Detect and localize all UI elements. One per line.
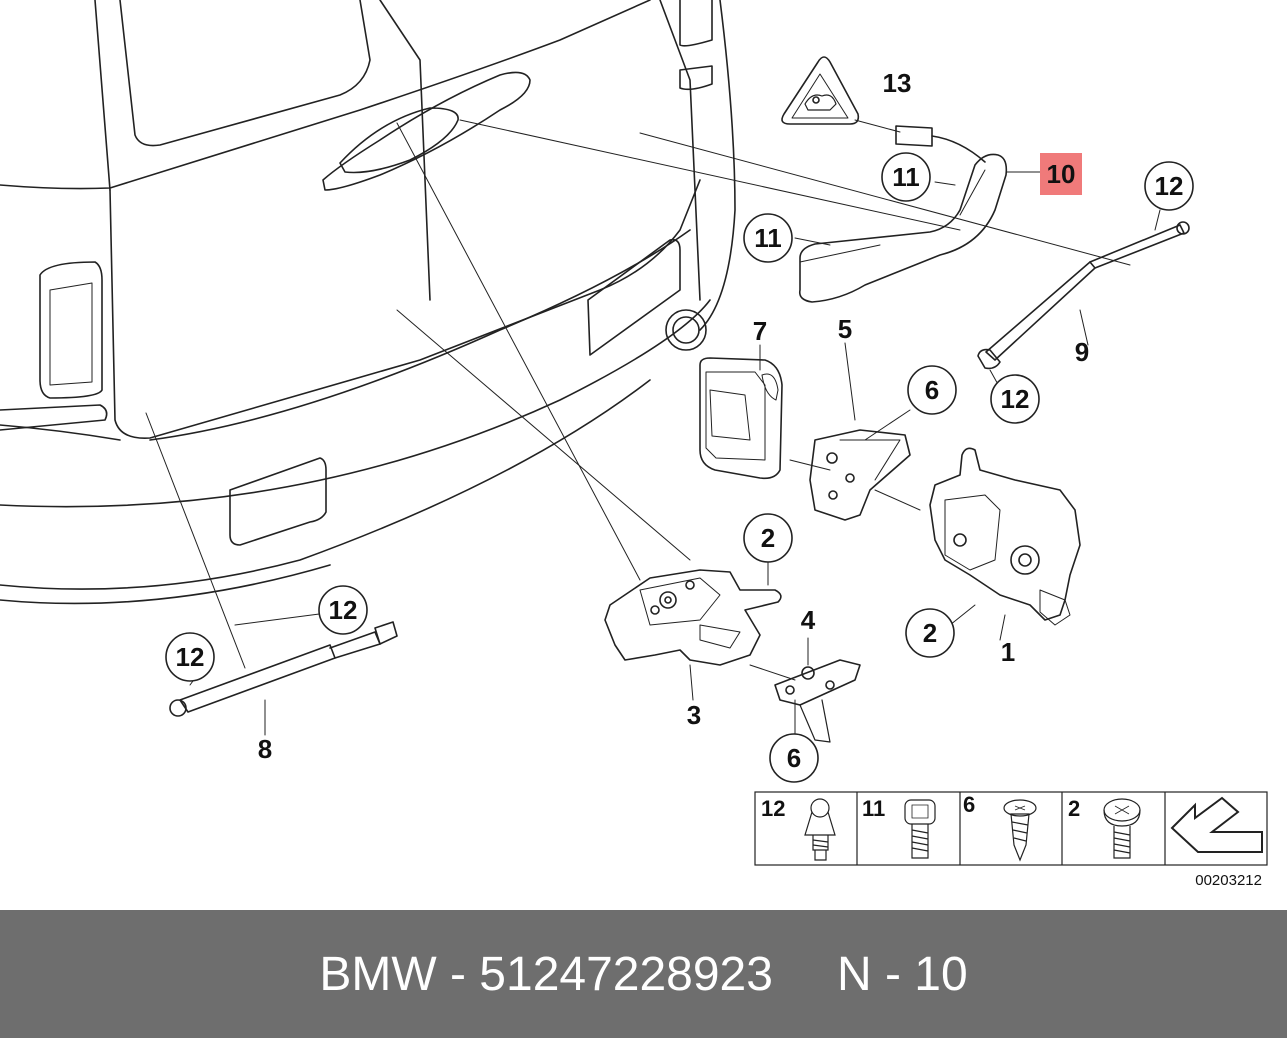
callout-12a: 12 bbox=[1155, 171, 1184, 201]
callout-5: 5 bbox=[838, 314, 852, 344]
callout-circle-2a bbox=[743, 513, 793, 563]
callout-circle-6a bbox=[907, 365, 957, 415]
callout-4: 4 bbox=[801, 605, 816, 635]
leader-lines bbox=[145, 119, 1161, 736]
highlight-box bbox=[1040, 153, 1082, 195]
footer-position-label: N bbox=[836, 947, 872, 1001]
callout-11b: 11 bbox=[754, 223, 782, 253]
vehicle-rear-outline bbox=[0, 0, 736, 605]
footer-position-number: 10 bbox=[914, 947, 968, 1001]
callout-13: 13 bbox=[883, 68, 912, 98]
lock-cover-part bbox=[699, 357, 783, 480]
callout-circle-2b bbox=[905, 608, 955, 658]
callout-2b: 2 bbox=[923, 618, 937, 648]
callout-6a: 6 bbox=[925, 375, 939, 405]
callout-12d: 12 bbox=[176, 642, 205, 672]
legend-number-2: 2 bbox=[1068, 796, 1080, 821]
socket-head-bolt-icon bbox=[904, 799, 936, 859]
callout-2a: 2 bbox=[761, 523, 775, 553]
callout-9: 9 bbox=[1075, 337, 1089, 367]
legend-number-6: 6 bbox=[963, 792, 975, 817]
footer-part-number: 51247228923 bbox=[479, 947, 773, 1001]
footer-brand: BMW bbox=[319, 947, 437, 1001]
callout-8: 8 bbox=[258, 734, 272, 764]
callout-6b: 6 bbox=[787, 743, 801, 773]
callout-circle-12b bbox=[990, 374, 1040, 424]
callout-circle-12d bbox=[165, 632, 215, 682]
callout-12c: 12 bbox=[329, 595, 358, 625]
callout-circle-12c bbox=[318, 585, 368, 635]
parts-diagram: 1 2 2 3 4 5 6 6 7 8 9 10 11 11 12 12 12 … bbox=[0, 0, 1268, 889]
footer-position-separator: - bbox=[884, 947, 901, 1001]
callout-10: 10 bbox=[1047, 159, 1076, 189]
legend-number-12: 12 bbox=[761, 796, 785, 821]
callout-1: 1 bbox=[1001, 637, 1015, 667]
callout-11a: 11 bbox=[892, 162, 920, 192]
callout-circle-11a bbox=[881, 152, 931, 202]
tailgate-handle-part bbox=[798, 153, 1008, 303]
diagram-code: 00203212 bbox=[1195, 872, 1262, 889]
fastener-legend: 12 11 6 2 00203212 bbox=[754, 791, 1268, 889]
striker-bracket-part bbox=[809, 429, 911, 521]
torx-screw-icon bbox=[1103, 798, 1141, 859]
gas-strut-lower-part bbox=[169, 621, 398, 717]
callout-circle-6b bbox=[769, 733, 819, 783]
gas-strut-upper-part bbox=[977, 221, 1190, 370]
tailgate-lock-part bbox=[929, 447, 1081, 626]
callout-3: 3 bbox=[687, 700, 701, 730]
ball-stud-icon bbox=[804, 798, 836, 861]
callout-12b: 12 bbox=[1001, 384, 1030, 414]
arrow-icon bbox=[1170, 796, 1263, 853]
lower-lock-part bbox=[604, 569, 782, 666]
footer-separator: - bbox=[449, 947, 466, 1001]
self-tapping-screw-icon bbox=[1003, 799, 1037, 862]
callout-circle-12a bbox=[1144, 161, 1194, 211]
callout-circle-11b bbox=[743, 213, 793, 263]
callout-7: 7 bbox=[753, 316, 767, 346]
legend-number-11: 11 bbox=[862, 796, 885, 821]
striker-part bbox=[774, 659, 861, 743]
part-number-footer: BMW - 51247228923 N - 10 bbox=[0, 910, 1287, 1038]
